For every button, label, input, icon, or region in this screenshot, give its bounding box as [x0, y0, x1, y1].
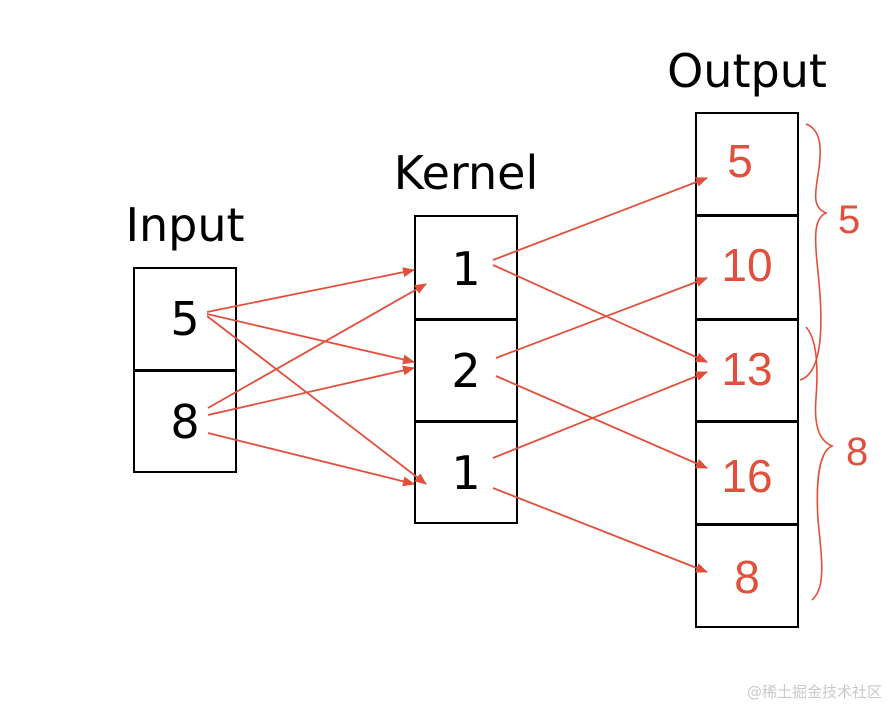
arrow-kernel3-to-output8 [492, 487, 708, 573]
input-title: Input [125, 198, 245, 252]
output-cell: 13 [721, 343, 773, 395]
kernel-divider [414, 318, 518, 321]
kernel-cell: 1 [451, 446, 481, 500]
kernel-cell: 1 [451, 242, 481, 296]
kernel-divider [414, 420, 518, 423]
arrow-kernel3-to-output13 [492, 371, 708, 459]
arrow-kernel1-to-output13 [492, 264, 708, 363]
watermark: @稀土掘金技术社区 [746, 683, 882, 701]
arrow-input8-to-kernel1 [207, 283, 427, 409]
arrow-input5-to-kernel3 [206, 315, 427, 485]
kernel-title: Kernel [393, 146, 539, 200]
lower-brace-label: 8 [846, 430, 869, 474]
input-divider [133, 369, 237, 372]
arrow-input5-to-kernel2 [206, 313, 415, 365]
input-cell: 8 [170, 395, 200, 449]
arrow-kernel1-to-output5 [492, 177, 708, 261]
arrow-input8-to-kernel2 [207, 365, 415, 416]
output-divider [695, 318, 799, 321]
output-cell: 16 [721, 450, 773, 502]
output-column [695, 112, 799, 628]
output-divider [695, 214, 799, 217]
output-cell: 8 [734, 551, 760, 603]
arrow-kernel2-to-output16 [495, 375, 708, 469]
arrow-input5-to-kernel1 [206, 267, 415, 313]
kernel-column [414, 215, 518, 524]
lower-brace [805, 326, 835, 601]
output-cell: 5 [727, 135, 753, 187]
upper-brace-label: 5 [838, 198, 861, 242]
output-divider [695, 523, 799, 526]
output-divider [695, 420, 799, 423]
output-title: Output [667, 44, 827, 98]
arrow-kernel2-to-output10 [495, 277, 708, 359]
upper-brace [799, 123, 829, 381]
arrow-input8-to-kernel3 [207, 432, 415, 487]
kernel-cell: 2 [451, 344, 481, 398]
output-cell: 10 [721, 239, 773, 291]
input-cell: 5 [170, 292, 200, 346]
